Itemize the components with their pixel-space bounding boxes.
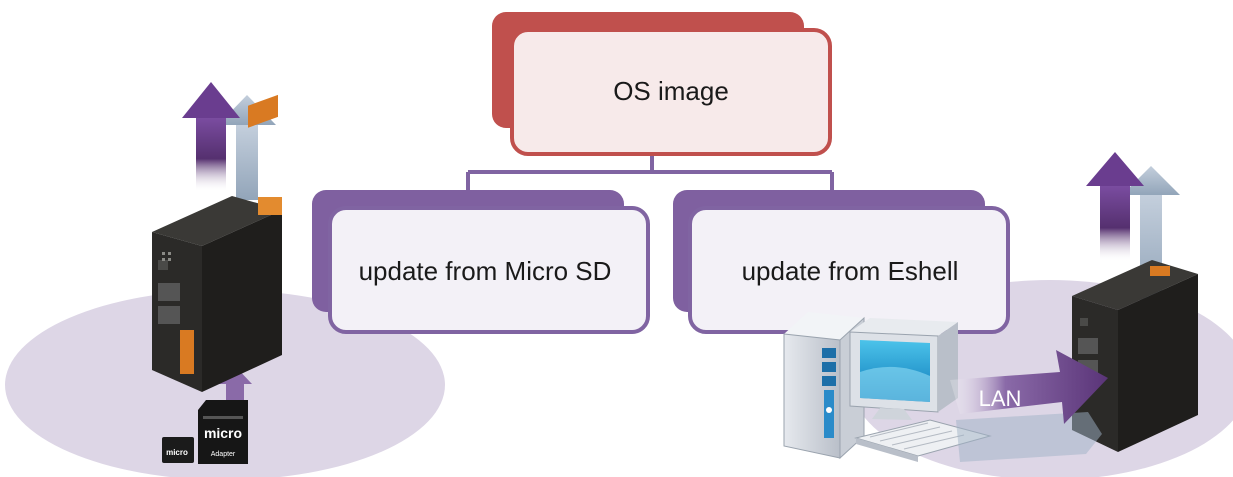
up-arrow-icon bbox=[182, 82, 276, 200]
root-node-front bbox=[510, 28, 832, 156]
sd-adapter-label: Adapter bbox=[211, 451, 236, 458]
right-branch-label: update from Eshell bbox=[742, 256, 959, 286]
root-node-label: OS image bbox=[613, 76, 729, 106]
right-branch-node: update from Eshell bbox=[673, 190, 1010, 334]
desktop-computer-icon bbox=[783, 312, 992, 462]
root-node: OS image bbox=[492, 12, 832, 156]
sd-adapter-brand: micro bbox=[204, 425, 242, 441]
micro-sd-card-icon: micro Adapter micro bbox=[162, 400, 248, 464]
connector-lines bbox=[466, 152, 834, 193]
industrial-controller-icon bbox=[152, 94, 282, 392]
left-branch-node: update from Micro SD bbox=[312, 190, 650, 334]
micro-sd-label: micro bbox=[166, 448, 188, 457]
left-branch-front bbox=[328, 206, 650, 334]
left-branch-label: update from Micro SD bbox=[359, 256, 612, 286]
lan-label: LAN bbox=[979, 386, 1022, 411]
lan-arrow-icon: LAN bbox=[950, 350, 1108, 462]
